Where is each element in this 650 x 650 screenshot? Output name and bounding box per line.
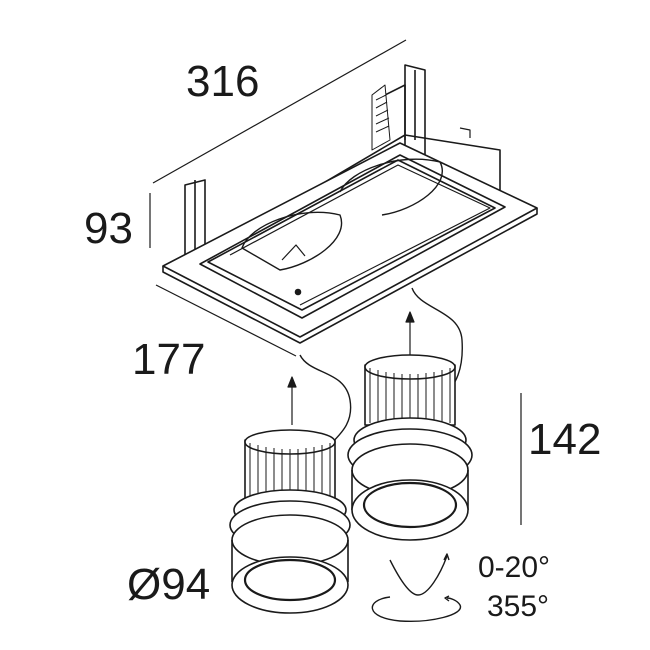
width-label: 177 bbox=[132, 335, 206, 384]
rotation-angle-label: 355° bbox=[487, 590, 550, 623]
tilt-rotate-icon bbox=[371, 553, 461, 623]
insertion-arrows bbox=[287, 311, 415, 425]
dimension-line-width bbox=[155, 284, 297, 357]
dimension-line-length bbox=[152, 39, 407, 184]
lamp-diameter-label: Ø94 bbox=[127, 560, 211, 609]
spotlight-module-left bbox=[229, 429, 351, 614]
height-label: 93 bbox=[84, 204, 133, 253]
tilt-angle-label: 0-20° bbox=[478, 551, 551, 584]
spotlight-module-right bbox=[347, 354, 473, 541]
length-label: 316 bbox=[186, 57, 260, 106]
lamp-height-label: 142 bbox=[528, 415, 602, 464]
recessed-housing bbox=[162, 64, 538, 344]
